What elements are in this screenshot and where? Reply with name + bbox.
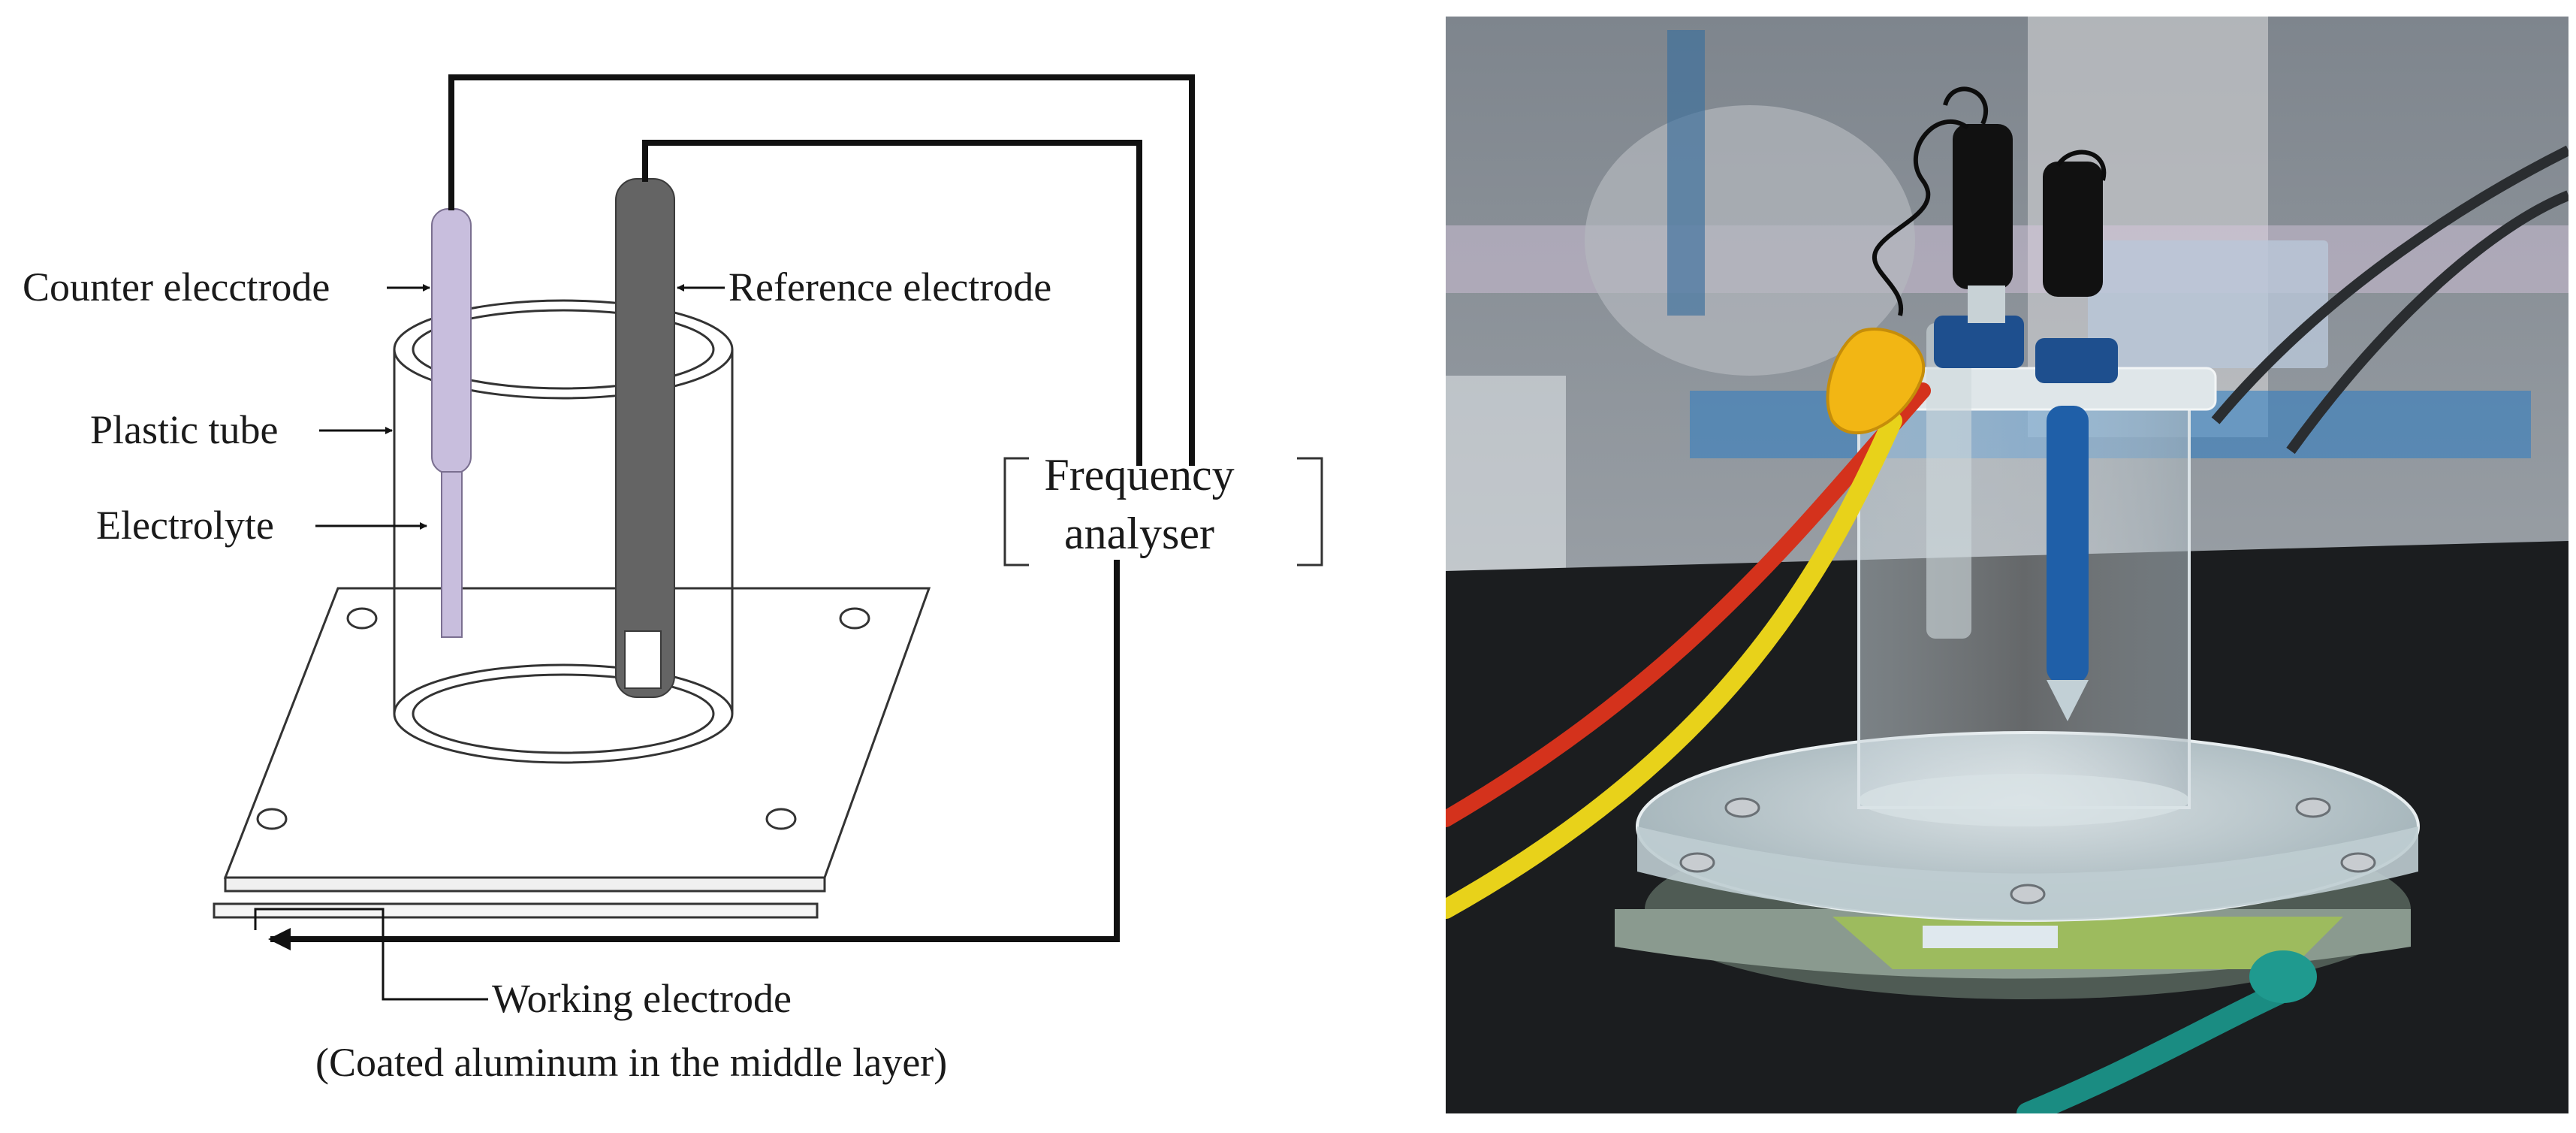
- counter-electrode: [431, 208, 472, 638]
- leader-arrows: [254, 284, 725, 1001]
- photo-teal-plug: [2249, 950, 2317, 1003]
- photo-electrode-neck: [1968, 286, 2005, 323]
- photo-monitor: [2088, 240, 2328, 368]
- plate-mount-hole: [256, 607, 870, 830]
- reference-electrode-label: Reference electrode: [728, 264, 1051, 310]
- circuit-wires: [268, 74, 1195, 950]
- photo-pcb-label: [1923, 926, 2058, 948]
- photo-yellow-cable: [1446, 411, 1902, 919]
- photo-electrode-holder-left: [1934, 316, 2024, 368]
- photo-lead-wires: [1872, 86, 2107, 316]
- photo-yellow-clip: [1826, 328, 1926, 435]
- photo-cell-bottom: [1859, 774, 2189, 826]
- photo-electrode-cap-left: [1953, 124, 2013, 289]
- photo-blurred-probe: [1667, 30, 1705, 316]
- photo-background-cables: [2211, 145, 2568, 455]
- photo-counter-electrode: [1926, 323, 1971, 639]
- photo-electrode-holder-right: [2035, 338, 2118, 383]
- photo-teal-cable: [2016, 973, 2309, 1113]
- schematic-diagram: Frequency analyser Counter elecctrode Pl…: [23, 74, 1323, 1085]
- reference-electrode: [615, 178, 675, 698]
- electrolyte-label: Electrolyte: [96, 503, 274, 548]
- working-electrode-label: Working electrode: [492, 976, 792, 1021]
- working-electrode-note: (Coated aluminum in the middle layer): [315, 1040, 947, 1085]
- photo-reference-electrode: [2047, 406, 2089, 684]
- frequency-analyser-label-line2: analyser: [1064, 509, 1214, 558]
- photo-plate-edge: [1637, 826, 2418, 920]
- photo-glass-cell: [1857, 393, 2191, 809]
- frequency-analyser-box: [1003, 457, 1323, 566]
- photo-plate-screw: [1679, 797, 2376, 905]
- photo-electrode-tip: [2047, 680, 2089, 721]
- counter-electrode-label: Counter elecctrode: [23, 264, 330, 310]
- plastic-tube-label: Plastic tube: [90, 407, 278, 452]
- experiment-photo: [1446, 17, 2568, 1113]
- photo-electrode-cap-right: [2043, 162, 2103, 297]
- frequency-analyser-label: Frequency: [1044, 450, 1234, 500]
